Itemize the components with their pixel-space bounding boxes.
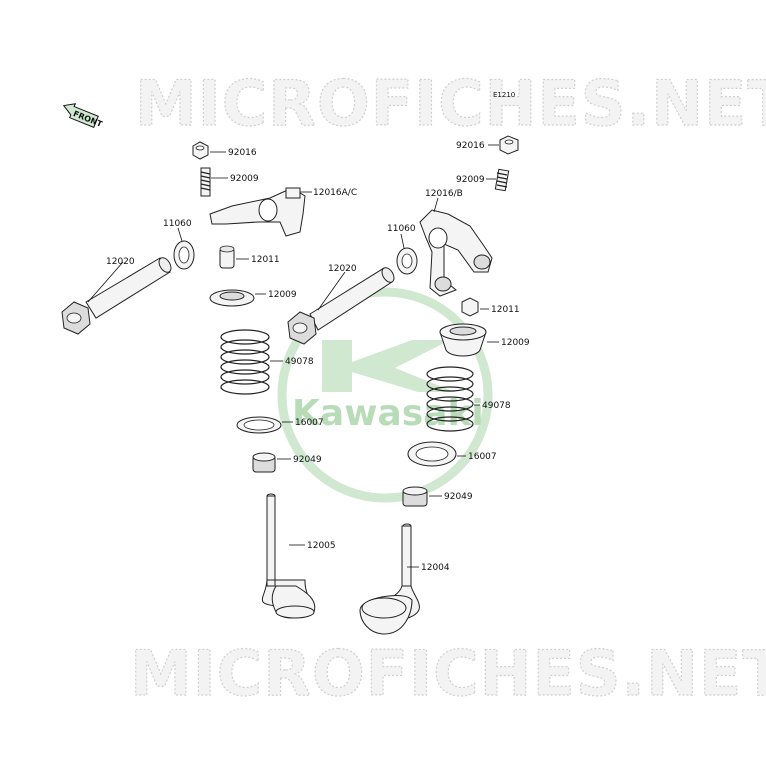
adjust-screw-92009-right [494,168,510,192]
front-arrow-icon: FRONT [62,103,104,129]
callout-12011-left: 12011 [251,255,280,265]
callout-16007-right: 16007 [468,452,497,462]
callout-12020-right: 12020 [328,264,357,274]
oil-seal-92049-left [252,452,276,473]
watermark-bottom: MICROFICHES.NET [130,637,766,710]
oil-seal-92049-right [402,486,428,507]
kawasaki-logo: Kawasaki [277,287,493,503]
callout-11060-right: 11060 [387,224,416,234]
pad-12011-left [219,245,235,269]
adjust-screw-92009-left [200,167,211,197]
rocker-shaft-12020-left [61,257,172,335]
callout-12009-right: 12009 [501,338,530,348]
washer-11060-right [396,247,418,275]
callout-92049-right: 92049 [444,492,473,502]
valve-spring-49078-right [426,366,474,432]
callout-12020-left: 12020 [106,257,135,267]
spring-seat-16007-right [407,441,457,467]
callout-92009-left: 92009 [230,174,259,184]
callout-11060-left: 11060 [163,219,192,229]
callout-92049-left: 92049 [293,455,322,465]
spring-retainer-12009-right [439,323,487,357]
rocker-arm-12016ac [209,187,306,237]
callout-16007-left: 16007 [295,418,324,428]
pad-12011-right [461,297,479,317]
nut-92016-right [499,135,519,155]
callout-12004: 12004 [421,563,450,573]
callout-92009-right: 92009 [456,175,485,185]
logo-text: Kawasaki [292,393,484,434]
rocker-shaft-12020-right [287,267,395,345]
washer-11060-left [173,240,195,270]
rocker-arm-12016b [419,209,493,297]
callout-92016-left: 92016 [228,148,257,158]
callout-12016b: 12016/B [425,189,463,199]
spring-seat-16007-left [236,416,282,434]
callout-12005: 12005 [307,541,336,551]
watermark-top: MICROFICHES.NET [135,67,766,140]
nut-92016-left [192,141,209,160]
callout-12016ac: 12016A/C [313,188,357,198]
callout-49078-left: 49078 [285,357,314,367]
diagram-code: E1210 [493,91,515,99]
callout-92016-right: 92016 [456,141,485,151]
exhaust-valve-12005 [261,493,316,619]
callout-49078-right: 49078 [482,401,511,411]
valve-spring-49078-left [220,329,270,395]
spring-retainer-12009-left [209,289,255,307]
intake-valve-12004 [359,523,420,635]
callout-12011-right: 12011 [491,305,520,315]
callout-12009-left: 12009 [268,290,297,300]
